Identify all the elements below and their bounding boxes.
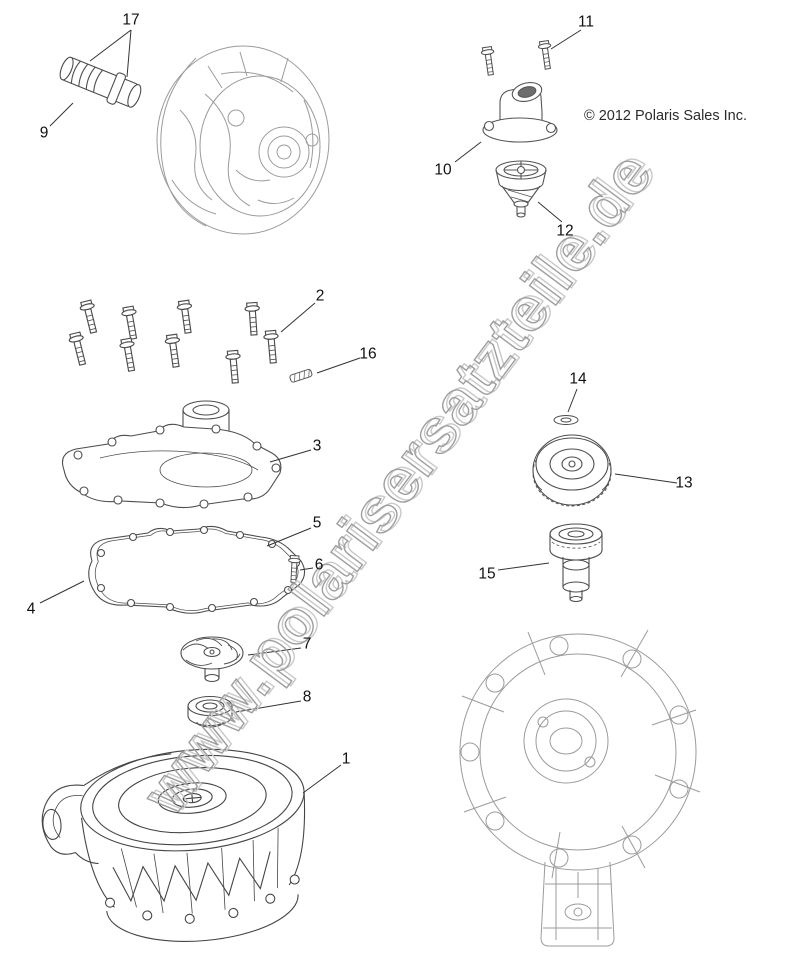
callout-11: 11 — [577, 13, 595, 31]
callout-13: 13 — [675, 474, 693, 492]
pump-housing-drawing — [41, 748, 306, 942]
callout-1: 1 — [341, 750, 351, 768]
thermostat-drawing — [495, 160, 547, 218]
impeller-drawing — [180, 636, 244, 683]
outlet-fitting-drawing — [482, 81, 558, 143]
callout-4: 4 — [26, 600, 36, 618]
hose-drawing — [59, 56, 142, 108]
bearing-drawing — [549, 523, 603, 603]
callout-6: 6 — [314, 556, 324, 574]
copyright-text: © 2012 Polaris Sales Inc. — [584, 108, 748, 124]
seal-drawing — [187, 695, 233, 728]
callout-17: 17 — [122, 11, 140, 29]
callout-7: 7 — [302, 635, 312, 653]
callout-14: 14 — [569, 370, 587, 388]
callout-10: 10 — [434, 161, 452, 179]
washer-drawing — [553, 415, 579, 425]
watermark-text: www.polarisersatzteile.de — [129, 139, 666, 827]
dowel-pin-drawing — [289, 368, 313, 383]
pump-cover-drawing — [61, 400, 282, 509]
callout-3: 3 — [312, 437, 322, 455]
callout-15: 15 — [478, 565, 496, 583]
gear-drawing — [532, 434, 612, 507]
callout-5: 5 — [312, 514, 322, 532]
callout-9: 9 — [39, 124, 49, 142]
crankcase-reference-drawing — [156, 45, 330, 235]
callout-12: 12 — [556, 222, 574, 240]
gearcase-reference-drawing — [459, 629, 701, 947]
callout-16: 16 — [359, 345, 377, 363]
callout-2: 2 — [315, 287, 325, 305]
callout-8: 8 — [302, 688, 312, 706]
leader-lines — [39, 29, 678, 794]
